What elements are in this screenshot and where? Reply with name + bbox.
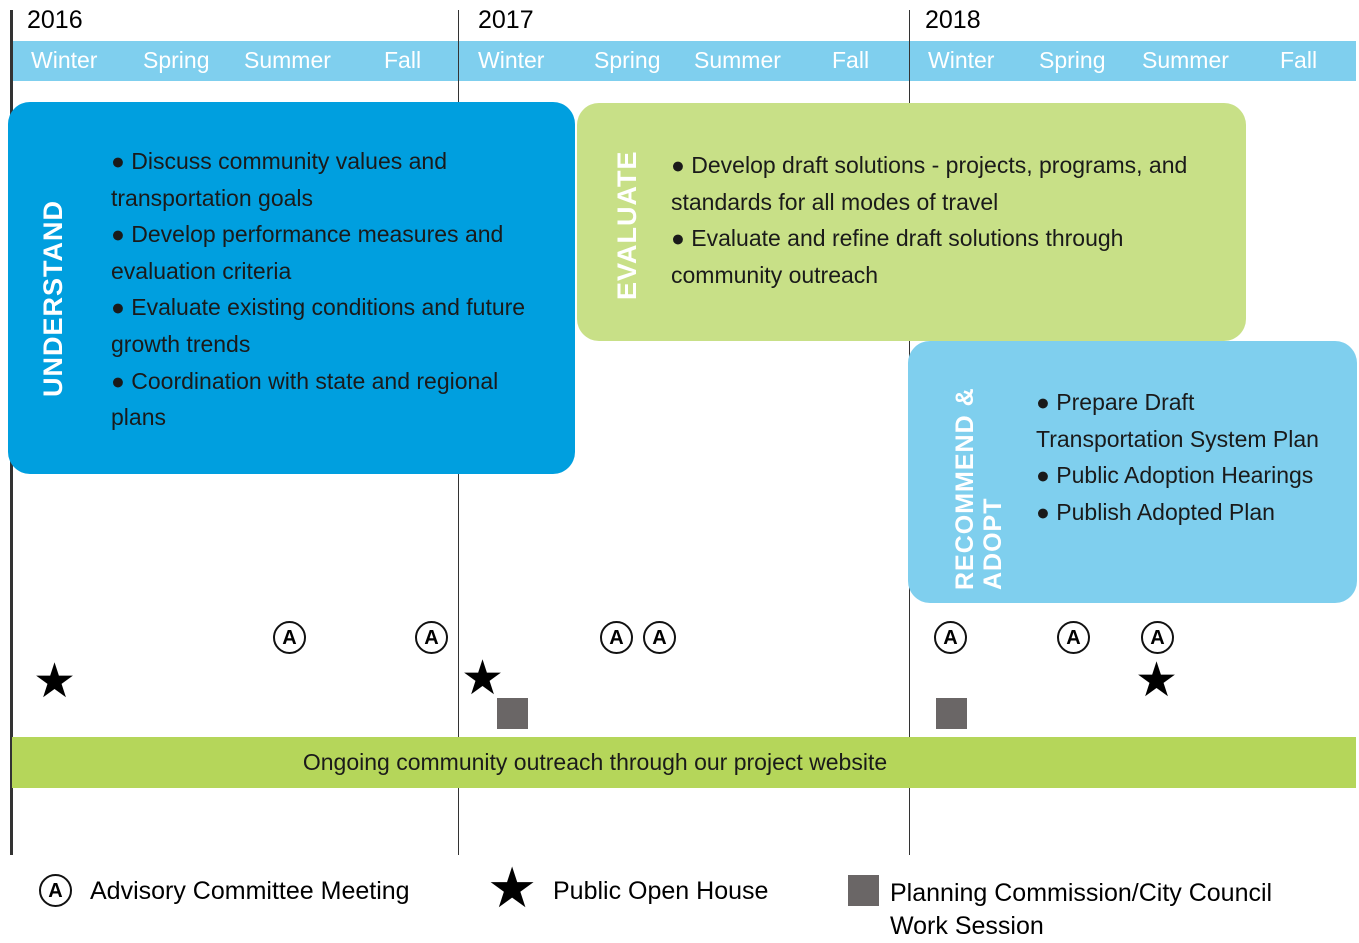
season-label: Winter [31, 47, 98, 73]
advisory-meeting-marker: A [273, 621, 306, 654]
recommend-title-line2: ADOPT [979, 497, 1007, 591]
evaluate-phase-title: EVALUATE [612, 150, 642, 301]
advisory-meeting-marker: A [934, 621, 967, 654]
advisory-meeting-marker: A [600, 621, 633, 654]
evaluate-task: ● Evaluate and refine draft solutions th… [671, 225, 1124, 288]
work-session-marker [497, 698, 528, 729]
legend-open-house-star-icon: ★ [487, 856, 538, 919]
understand-task: ● Discuss community values and transport… [111, 148, 448, 211]
season-label: Summer [694, 47, 781, 73]
recommend-task: ● Publish Adopted Plan [1036, 498, 1275, 525]
understand-task-list: ● Discuss community values and transport… [111, 143, 551, 436]
season-label: Winter [928, 47, 995, 73]
season-bar [12, 41, 1356, 81]
legend-work-session-label: Planning Commission/City Council Work Se… [890, 877, 1272, 943]
recommend-task: ● Public Adoption Hearings [1036, 462, 1314, 489]
advisory-meeting-marker: A [1057, 621, 1090, 654]
open-house-star-icon: ★ [33, 655, 77, 708]
understand-phase-box [8, 102, 575, 474]
recommend-task-list: ● Prepare Draft Transportation System Pl… [1036, 384, 1336, 530]
ongoing-outreach-text: Ongoing community outreach through our p… [302, 749, 888, 775]
recommend-adopt-phase-box [908, 341, 1357, 603]
season-label: Fall [384, 47, 422, 73]
understand-task: ● Develop performance measures and evalu… [111, 221, 504, 284]
understand-task: ● Evaluate existing conditions and futur… [111, 294, 526, 357]
season-label: Spring [594, 47, 661, 73]
advisory-meeting-marker: A [643, 621, 676, 654]
work-session-marker [936, 698, 967, 729]
evaluate-task: ● Develop draft solutions - projects, pr… [671, 152, 1188, 215]
season-label: Fall [832, 47, 870, 73]
recommend-adopt-phase-title: RECOMMEND & ADOPT [951, 387, 1007, 590]
evaluate-task-list: ● Develop draft solutions - projects, pr… [671, 147, 1216, 293]
season-label: Winter [478, 47, 545, 73]
legend-work-session-line1: Planning Commission/City Council [890, 879, 1273, 907]
understand-task: ● Coordination with state and regional p… [111, 367, 499, 431]
legend-work-session-icon [848, 875, 879, 906]
evaluate-phase-box [577, 103, 1246, 341]
legend-open-house-label: Public Open House [553, 877, 769, 905]
season-label: Fall [1280, 47, 1318, 73]
ongoing-outreach-bar: Ongoing community outreach through our p… [12, 737, 1356, 788]
legend-advisory-icon: A [39, 874, 72, 907]
advisory-meeting-marker: A [1141, 621, 1174, 654]
legend-work-session-line2: Work Session [890, 912, 1044, 940]
season-label: Spring [1039, 47, 1106, 73]
season-label: Summer [1142, 47, 1229, 73]
year-label-2018: 2018 [925, 6, 981, 34]
recommend-title-line1: RECOMMEND & [951, 387, 979, 590]
understand-phase-title: UNDERSTAND [38, 200, 68, 397]
legend-advisory-label: Advisory Committee Meeting [90, 877, 410, 905]
season-label: Summer [244, 47, 331, 73]
advisory-meeting-marker: A [415, 621, 448, 654]
season-label: Spring [143, 47, 210, 73]
year-label-2017: 2017 [478, 6, 534, 34]
open-house-star-icon: ★ [461, 652, 505, 705]
open-house-star-icon: ★ [1135, 654, 1179, 707]
recommend-task: ● Prepare Draft Transportation System Pl… [1036, 389, 1319, 452]
year-label-2016: 2016 [27, 6, 83, 34]
